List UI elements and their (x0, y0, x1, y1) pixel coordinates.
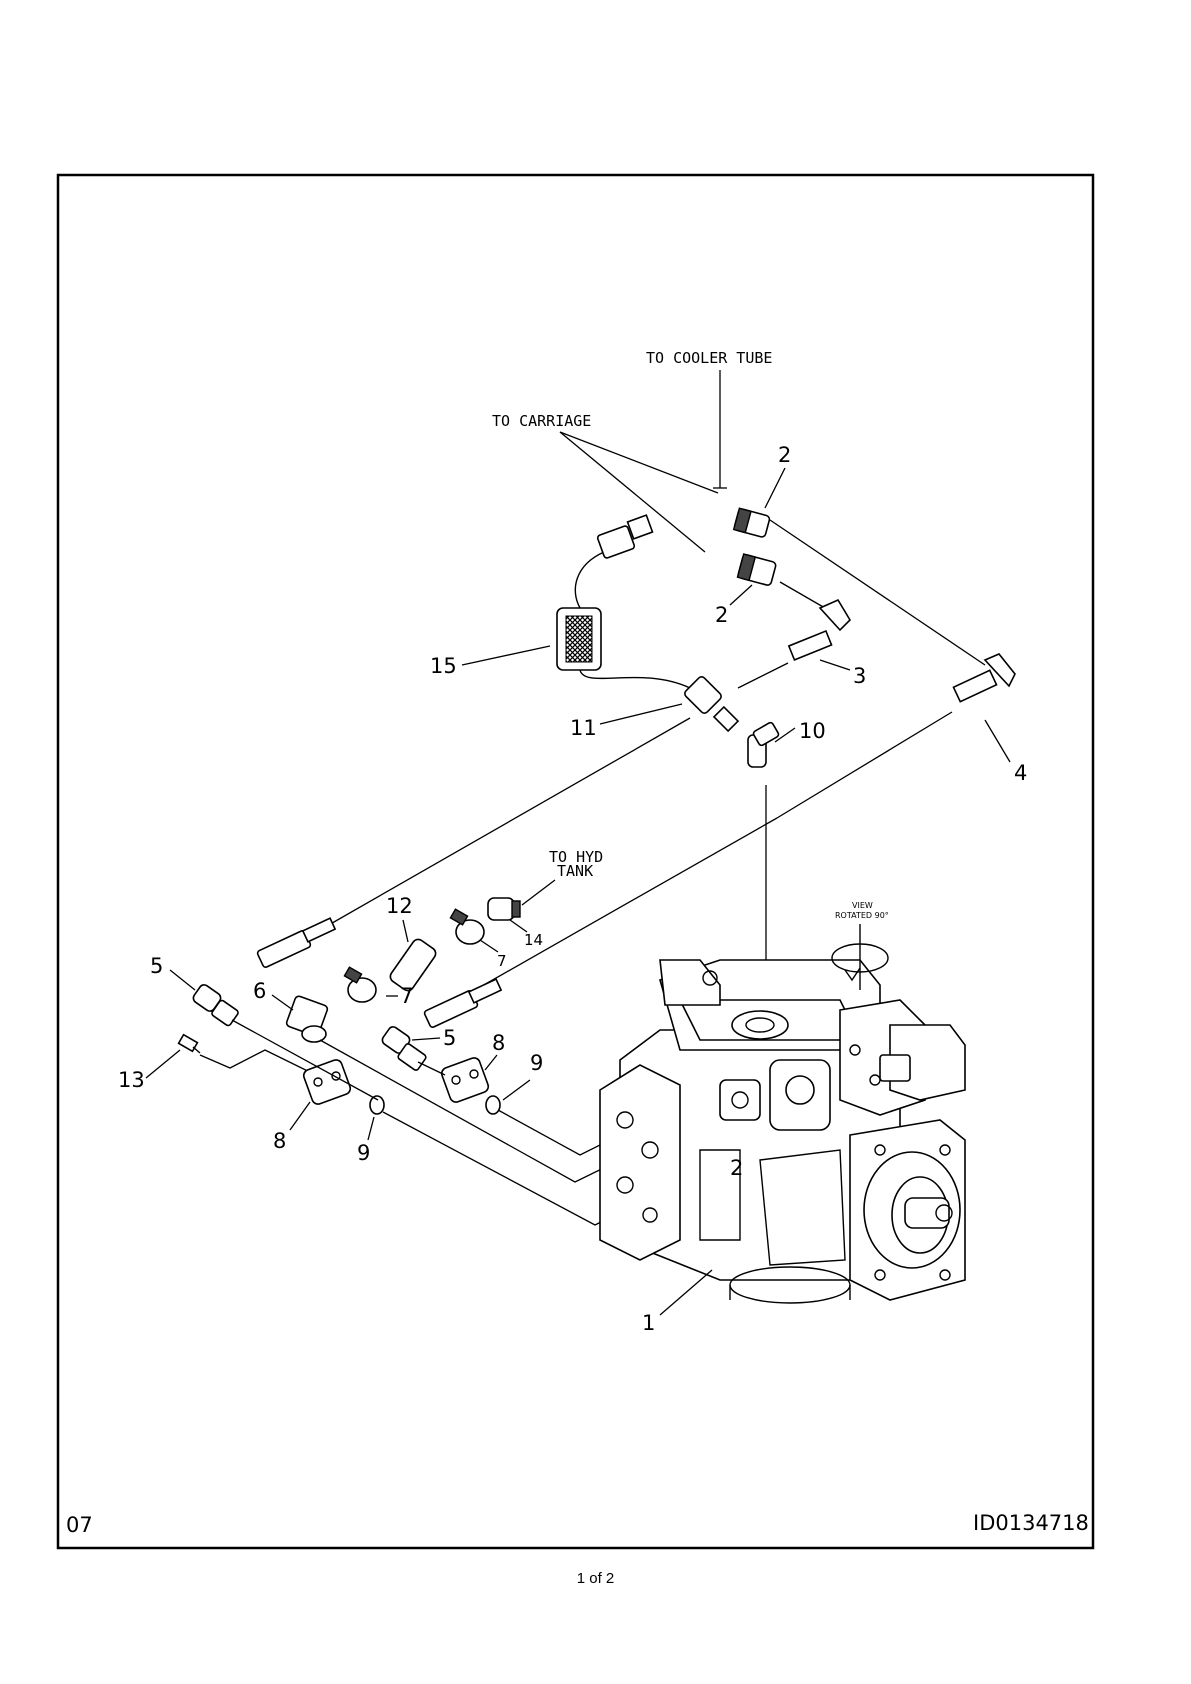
callout-10: 10 (799, 719, 826, 743)
svg-text:2: 2 (730, 1156, 743, 1180)
oring-9-left (370, 1096, 384, 1114)
callout-9-right: 9 (530, 1051, 543, 1075)
callout-13: 13 (118, 1068, 145, 1092)
label-to-carriage: TO CARRIAGE (492, 412, 591, 430)
callout-4: 4 (1014, 761, 1027, 785)
callout-6: 6 (253, 979, 266, 1003)
hose-assembly-3 (738, 600, 850, 688)
callout-8-right: 8 (492, 1031, 505, 1055)
fitting-2-lower (737, 554, 776, 586)
fitting-11 (683, 675, 738, 731)
callout-7-lower: 7 (400, 984, 413, 1008)
callout-15: 15 (430, 654, 457, 678)
adapter-6 (286, 995, 329, 1042)
oring-9-right (486, 1096, 500, 1114)
callout-11: 11 (570, 716, 597, 740)
clamp-7-upper (450, 909, 484, 944)
image-id: ID0134718 (973, 1511, 1089, 1535)
fitting-10-elbow (748, 722, 780, 767)
svg-text:ROTATED 90°: ROTATED 90° (835, 911, 889, 920)
callout-12: 12 (386, 894, 413, 918)
callout-9-left: 9 (357, 1141, 370, 1165)
callout-2-lower: 2 (715, 603, 728, 627)
callout-14: 14 (524, 931, 543, 949)
label-to-hyd-line2: TANK (557, 862, 593, 880)
flange-8-right (440, 1056, 490, 1104)
fitting-2-upper (734, 508, 771, 538)
figure-code: 07 (66, 1513, 93, 1537)
filter-15 (557, 515, 690, 688)
page-number: 1 of 2 (0, 1570, 1191, 1587)
callout-2-upper: 2 (778, 443, 791, 467)
callout-5-left: 5 (150, 954, 163, 978)
hose-middle (424, 979, 501, 1028)
callout-3: 3 (853, 664, 866, 688)
clamp-7-lower (344, 967, 376, 1002)
callout-8-left: 8 (273, 1129, 286, 1153)
label-to-cooler-tube: TO COOLER TUBE (646, 349, 772, 367)
hose-left-upper (257, 918, 335, 968)
elbow-5-middle (380, 1025, 427, 1071)
svg-text:VIEW: VIEW (852, 901, 873, 910)
callout-5-middle: 5 (443, 1026, 456, 1050)
hydraulic-pump-1: 2 (600, 960, 965, 1303)
bolt-13 (179, 1035, 200, 1053)
plug-14 (488, 898, 520, 920)
callout-7-upper: 7 (497, 952, 507, 970)
callout-1: 1 (642, 1311, 655, 1335)
